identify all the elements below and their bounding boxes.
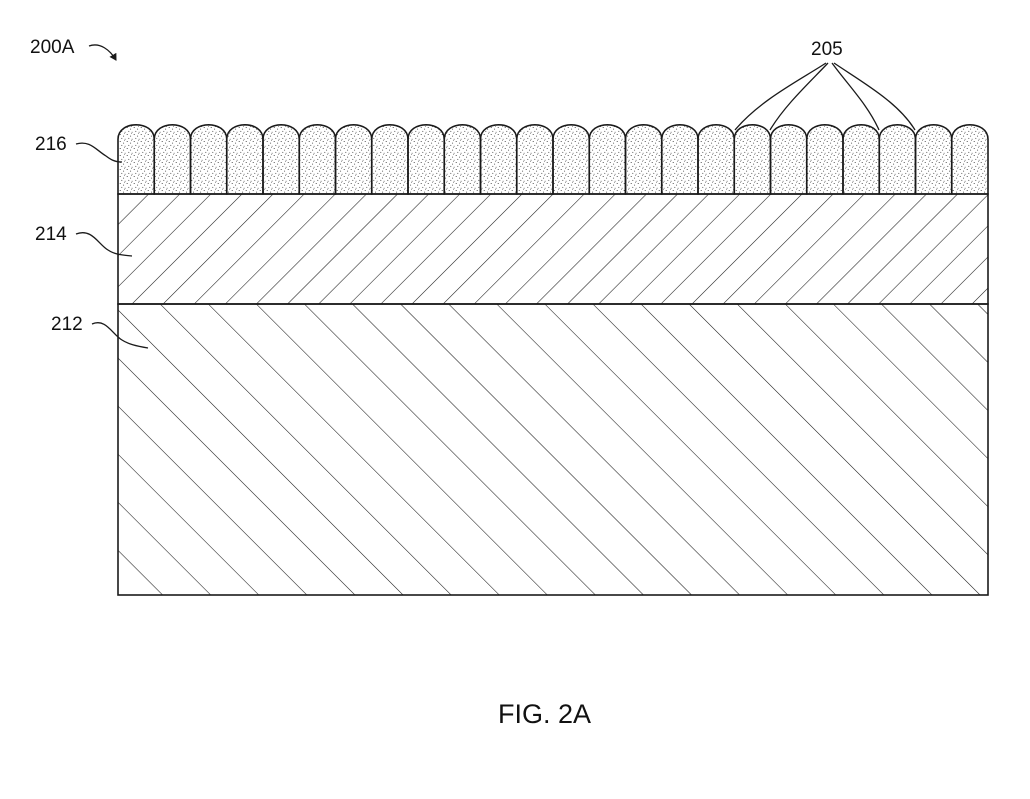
- layer-214-label: 214: [35, 224, 67, 245]
- microlens: [479, 124, 518, 195]
- microlens: [407, 124, 446, 195]
- layer-216-label: 216: [35, 134, 67, 155]
- lens-group-leader-1: [734, 62, 827, 131]
- microlens: [769, 124, 808, 195]
- microlens: [733, 124, 772, 195]
- microlens: [443, 124, 482, 195]
- microlens: [262, 124, 301, 195]
- microlens: [842, 124, 881, 195]
- microlens: [298, 124, 337, 195]
- microlens: [515, 124, 554, 195]
- microlens: [805, 124, 844, 195]
- layer-216-microlenses: [117, 124, 989, 195]
- layer-212-reference: 212: [51, 314, 149, 349]
- microlens: [370, 124, 409, 195]
- microlens: [878, 124, 917, 195]
- microlens: [225, 124, 264, 195]
- device-ref-label: 200A: [30, 37, 75, 58]
- device-reference: 200A: [30, 37, 117, 61]
- layer-214: [117, 193, 989, 305]
- lens-group-leader-3: [831, 62, 880, 131]
- microlens: [697, 124, 736, 195]
- layer-212-leader: [91, 322, 149, 349]
- microlens: [660, 124, 699, 195]
- layer-214-reference: 214: [35, 224, 133, 257]
- microlens: [624, 124, 663, 195]
- layer-212: [117, 303, 989, 596]
- figure-caption: FIG. 2A: [498, 699, 591, 729]
- microlens: [117, 124, 156, 195]
- microlens: [914, 124, 953, 195]
- lens-group-leader-4: [833, 62, 916, 131]
- layer-214-leader: [75, 232, 133, 257]
- microlens: [552, 124, 591, 195]
- microlens: [950, 124, 989, 195]
- microlens: [153, 124, 192, 195]
- layer-216-reference: 216: [35, 134, 123, 163]
- lens-group-leader-2: [769, 62, 829, 131]
- layer-216-leader: [75, 142, 123, 163]
- microlens: [189, 124, 228, 195]
- microlens: [588, 124, 627, 195]
- lens-group-reference: 205: [734, 39, 916, 131]
- device-ref-arrow: [88, 44, 117, 61]
- layer-212-label: 212: [51, 314, 83, 335]
- lens-group-ref-label: 205: [811, 39, 843, 60]
- microlens: [334, 124, 373, 195]
